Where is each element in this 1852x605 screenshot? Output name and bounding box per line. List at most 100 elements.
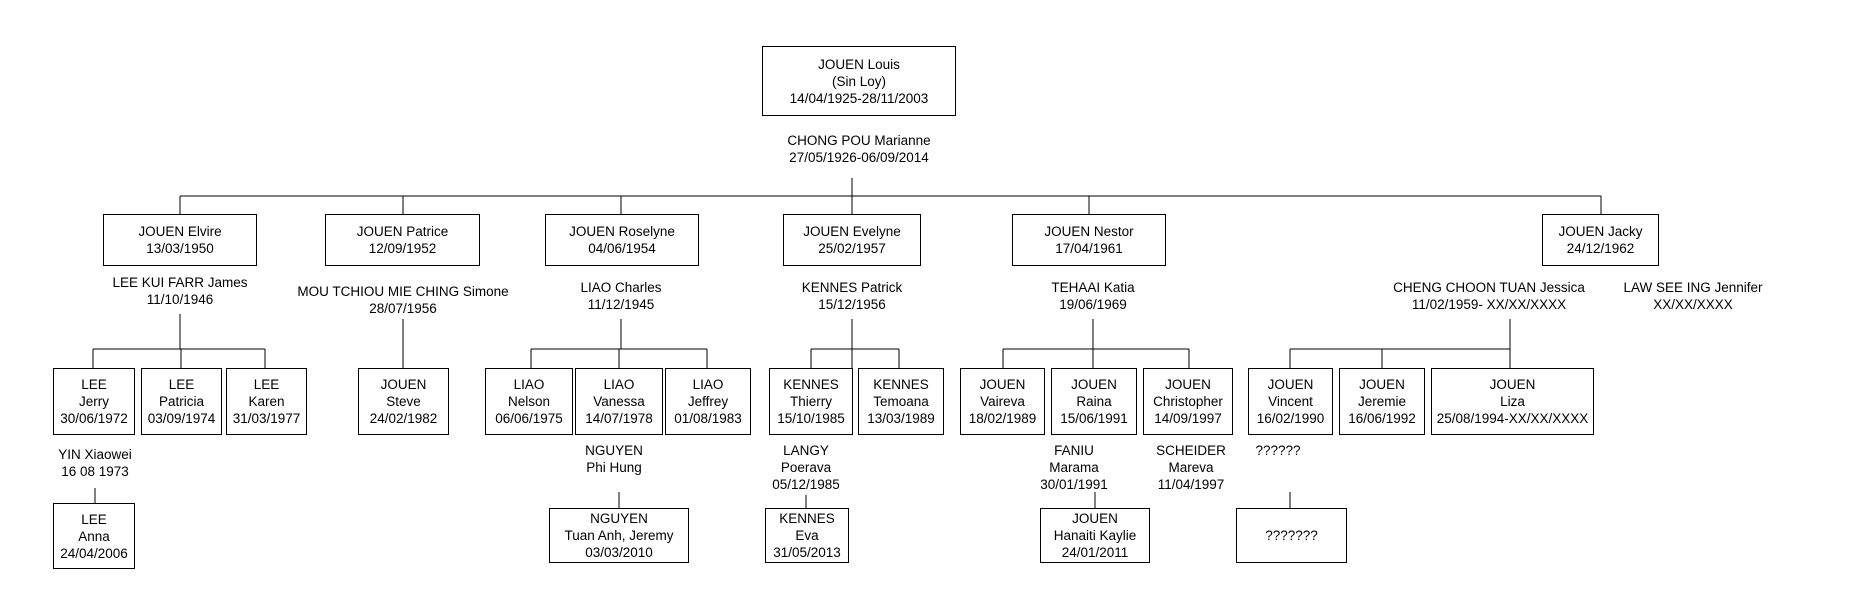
- text-line: JOUEN: [1072, 511, 1118, 526]
- text-line: JOUEN: [380, 377, 427, 392]
- text-line: 13/03/1989: [867, 411, 935, 426]
- text-line: JOUEN: [979, 377, 1026, 392]
- text-line: 24/12/1962: [1566, 241, 1635, 256]
- text-line: TEHAAI Katia: [1051, 280, 1135, 295]
- text-line: Karen: [248, 394, 285, 409]
- text-line: 12/09/1952: [368, 241, 437, 256]
- text-line: JOUEN Roselyne: [569, 224, 675, 239]
- text-line: 31/03/1977: [232, 411, 301, 426]
- text-line: Thierry: [789, 394, 832, 409]
- text-line: Christopher: [1153, 394, 1223, 409]
- text-line: 03/09/1974: [147, 411, 216, 426]
- text-line: JOUEN Jacky: [1558, 224, 1643, 239]
- text-line: 11/04/1997: [1157, 477, 1225, 492]
- text-line: SCHEIDER: [1156, 443, 1226, 458]
- text-line: 27/05/1926-06/09/2014: [789, 150, 929, 165]
- spouse-scheider-mareva: SCHEIDER Mareva 11/04/1997: [1156, 442, 1226, 493]
- text-line: ???????: [1265, 528, 1318, 543]
- person-lee-karen: LEE Karen 31/03/1977: [226, 368, 307, 435]
- text-line: Anna: [78, 528, 110, 544]
- text-line: LIAO: [513, 377, 545, 392]
- text-line: JOUEN Evelyne: [803, 224, 901, 239]
- text-line: LEE: [253, 377, 280, 392]
- text-line: (Sin Loy): [831, 73, 887, 89]
- text-line: Jerry: [79, 394, 109, 409]
- text-line: FANIU: [1054, 443, 1094, 458]
- person-jouen-liza: JOUEN Liza 25/08/1994-XX/XX/XXXX: [1431, 368, 1594, 435]
- text-line: 11/12/1945: [587, 297, 655, 312]
- text-line: 30/01/1991: [1040, 477, 1108, 492]
- text-line: 24/01/2011: [1061, 545, 1129, 560]
- person-kennes-temoana: KENNES Temoana 13/03/1989: [858, 368, 944, 435]
- text-line: 24/02/1982: [369, 411, 438, 426]
- text-line: 16/06/1992: [1348, 411, 1416, 426]
- text-line: JOUEN: [1267, 377, 1314, 392]
- text-line: JOUEN: [1489, 377, 1536, 392]
- text-line: CHENG CHOON TUAN Jessica: [1393, 280, 1585, 295]
- text-line: Jeffrey: [687, 394, 729, 409]
- text-line: 25/08/1994-XX/XX/XXXX: [1436, 411, 1589, 426]
- text-line: KENNES: [779, 511, 835, 526]
- text-line: NGUYEN: [585, 443, 643, 458]
- text-line: MOU TCHIOU MIE CHING Simone: [297, 284, 509, 299]
- text-line: Patricia: [158, 394, 204, 409]
- text-line: JOUEN Louis: [818, 56, 900, 72]
- text-line: Eva: [795, 528, 819, 543]
- text-line: CHONG POU Marianne: [787, 133, 931, 148]
- text-line: 14/04/1925-28/11/2003: [789, 90, 929, 106]
- text-line: Liza: [1500, 394, 1525, 409]
- text-line: 24/04/2006: [60, 545, 128, 561]
- text-line: Hanaiti Kaylie: [1053, 528, 1137, 543]
- text-line: 28/07/1956: [369, 301, 437, 316]
- text-line: Mareva: [1168, 460, 1214, 475]
- text-line: Vaireva: [980, 394, 1025, 409]
- text-line: Nelson: [507, 394, 551, 409]
- text-line: KENNES: [783, 377, 839, 392]
- text-line: Temoana: [873, 394, 929, 409]
- spouse-faniu-marama: FANIU Marama 30/01/1991: [1040, 442, 1108, 493]
- text-line: 06/06/1975: [495, 411, 563, 426]
- text-line: LANGY: [783, 443, 829, 458]
- person-jouen-elvire: JOUEN Elvire 13/03/1950: [103, 214, 257, 266]
- text-line: Marama: [1049, 460, 1099, 475]
- text-line: JOUEN: [1071, 377, 1117, 392]
- text-line: JOUEN Elvire: [138, 224, 222, 239]
- text-line: 13/03/1950: [146, 241, 214, 256]
- text-line: LIAO: [603, 377, 635, 392]
- text-line: 15/10/1985: [777, 411, 845, 426]
- text-line: 14/07/1978: [585, 411, 653, 426]
- text-line: 05/12/1985: [772, 477, 840, 492]
- text-line: JOUEN Nestor: [1044, 224, 1134, 239]
- text-line: Poerava: [780, 460, 832, 475]
- text-line: YIN Xiaowei: [58, 447, 132, 462]
- text-line: KENNES: [873, 377, 929, 392]
- text-line: LAW SEE ING Jennifer: [1623, 280, 1763, 295]
- person-kennes-thierry: KENNES Thierry 15/10/1985: [769, 368, 853, 435]
- text-line: 30/06/1972: [60, 411, 128, 426]
- text-line: LEE: [81, 511, 107, 527]
- text-line: NGUYEN: [590, 511, 648, 526]
- text-line: 15/12/1956: [818, 297, 886, 312]
- text-line: JOUEN: [1165, 377, 1211, 392]
- text-line: Jeremie: [1357, 394, 1406, 409]
